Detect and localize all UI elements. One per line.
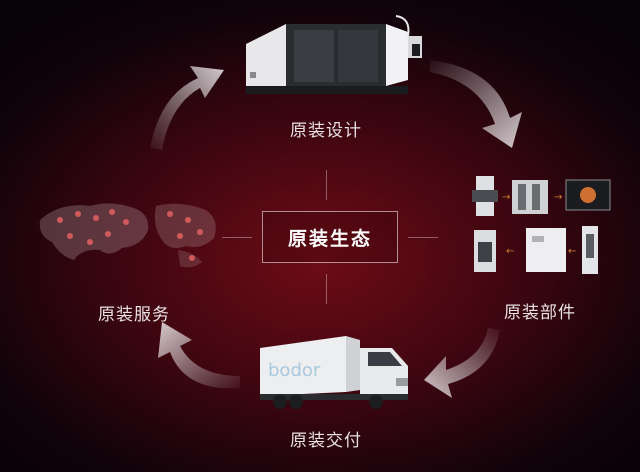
svg-text:→: → <box>554 192 562 203</box>
world-map-image <box>39 203 216 268</box>
arrow-delivery-to-service <box>158 322 240 389</box>
cross-line-bottom <box>326 274 327 304</box>
laser-machine-image <box>246 15 422 94</box>
label-parts: 原装部件 <box>504 303 576 323</box>
parts-collage-image: → → ← ← <box>472 176 611 274</box>
arrow-service-to-design <box>150 66 224 150</box>
svg-text:←: ← <box>568 246 576 257</box>
arrow-parts-to-delivery <box>424 328 500 398</box>
svg-text:→: → <box>502 192 510 203</box>
truck-brand: bodor <box>268 360 321 381</box>
cross-line-right <box>408 237 438 238</box>
label-design: 原装设计 <box>290 121 362 141</box>
arrow-design-to-parts <box>430 60 522 148</box>
cross-line-top <box>326 170 327 200</box>
center-title-box: 原装生态 <box>262 211 398 263</box>
label-delivery: 原装交付 <box>290 431 362 451</box>
center-title: 原装生态 <box>287 227 372 250</box>
label-service: 原装服务 <box>98 305 170 325</box>
truck-image: bodor <box>260 336 408 409</box>
svg-text:←: ← <box>506 246 514 257</box>
cross-line-left <box>222 237 252 238</box>
